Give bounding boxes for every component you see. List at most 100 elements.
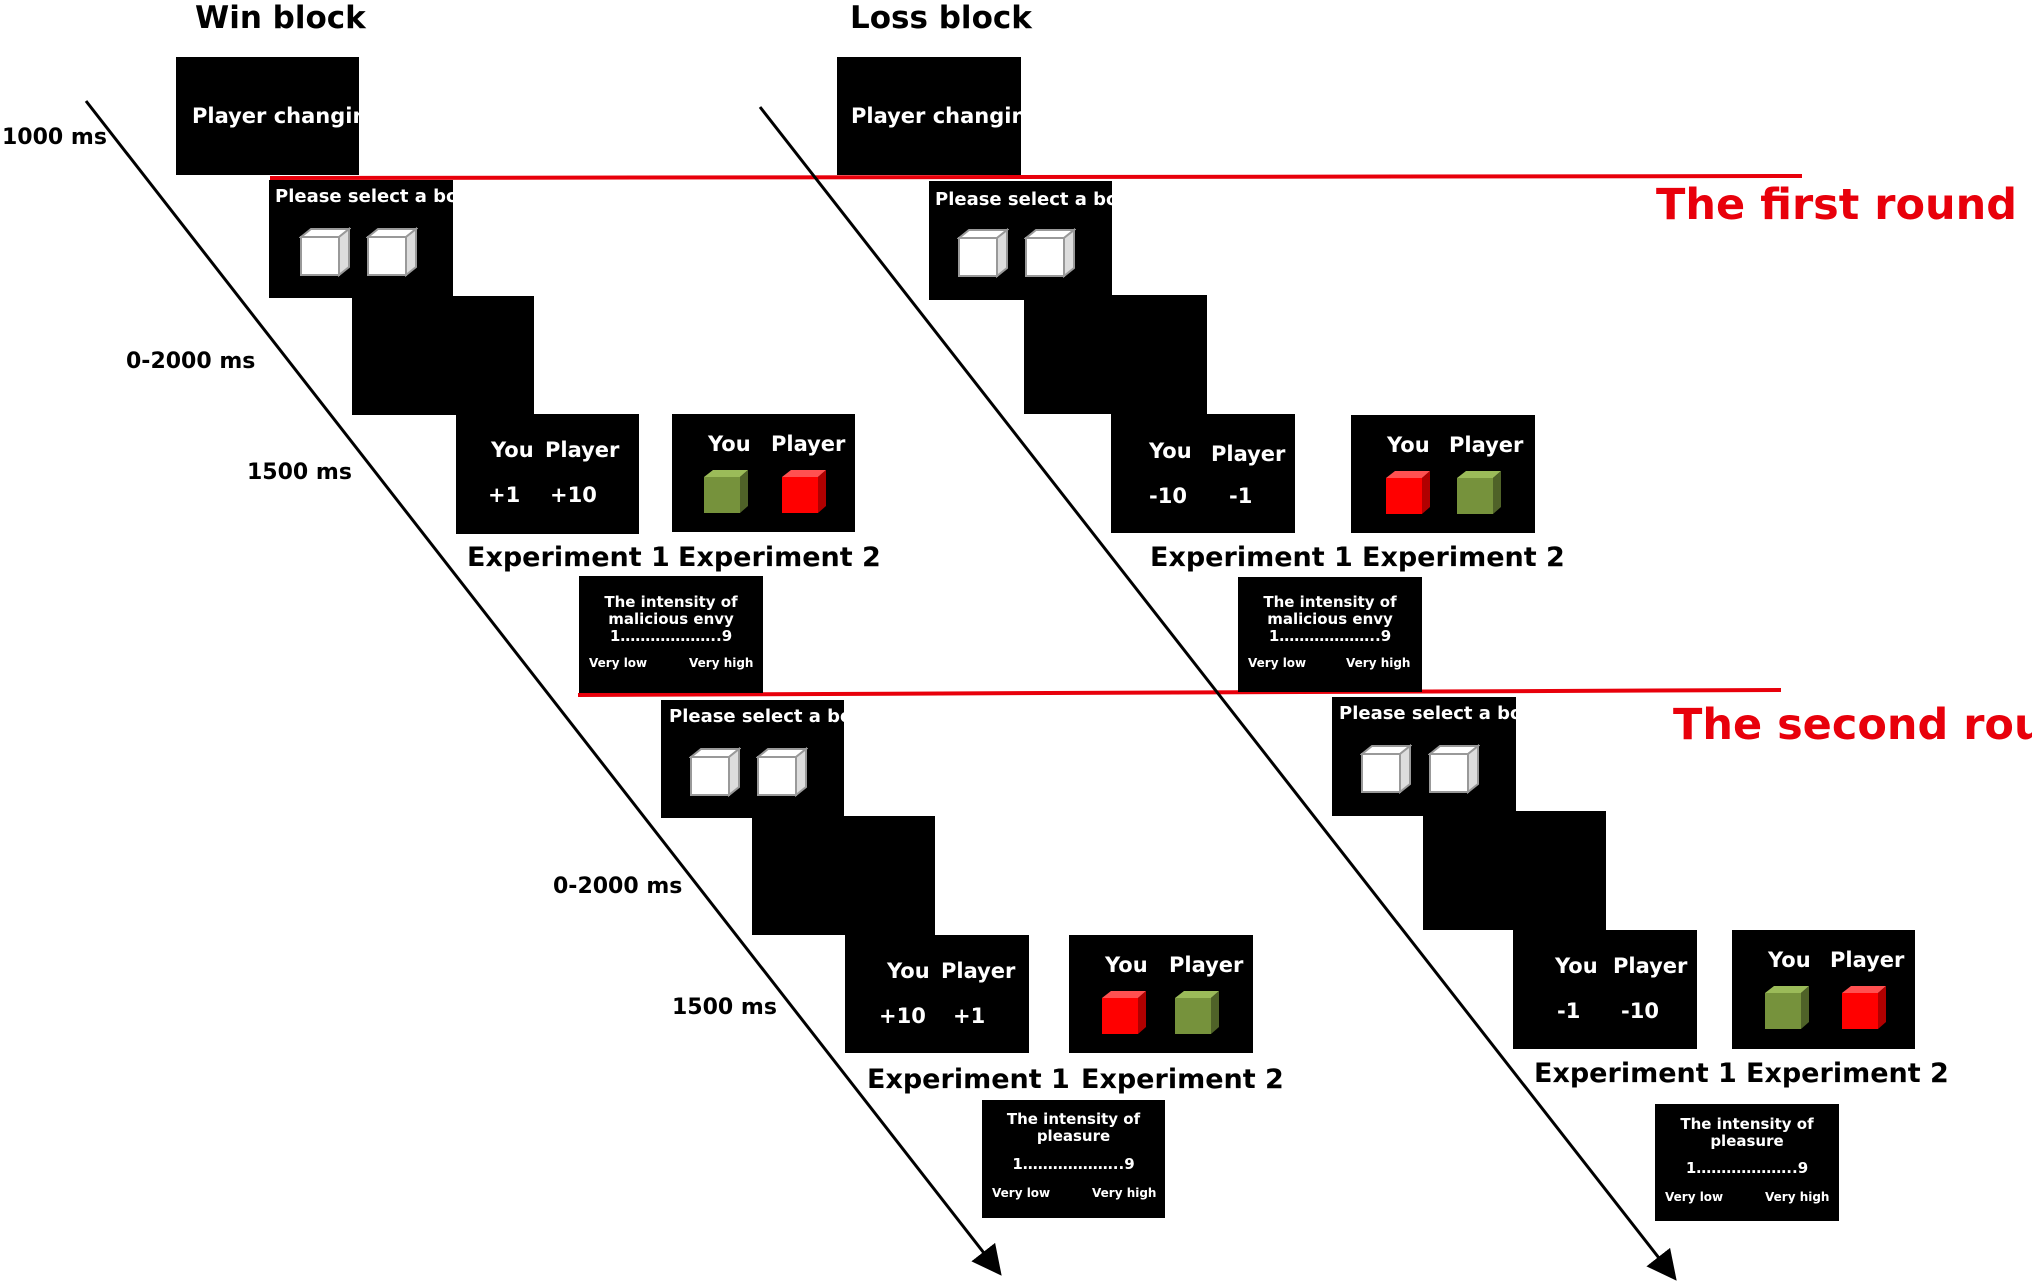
experiment-1-feedback-screen: You Player +1 +10	[456, 414, 639, 534]
white-box-icon	[1024, 228, 1076, 279]
select-box-text: Please select a box	[935, 189, 1131, 210]
timing-label: 1500 ms	[247, 460, 352, 485]
rating-scale: 1………………..9	[609, 627, 733, 645]
player-label: Player	[545, 438, 620, 462]
loss-block-title: Loss block	[850, 0, 1032, 36]
white-box-icon	[689, 747, 741, 798]
rating-question-line2: malicious envy	[1267, 610, 1393, 628]
rating-question-line1: The intensity of	[1006, 1110, 1141, 1128]
select-box-text: Please select a box	[669, 706, 865, 727]
second-round-line	[577, 688, 1782, 697]
you-outcome-value: -10	[1149, 484, 1187, 508]
blank-interval-screen	[752, 816, 935, 935]
rating-screen: The intensity of malicious envy 1……………….…	[1238, 577, 1422, 692]
experiment-1-feedback-screen: You Player -1 -10	[1513, 930, 1697, 1049]
white-box-icon	[1428, 744, 1480, 795]
select-box-screen: Please select a box	[269, 180, 470, 298]
second-round-label: The second round	[1673, 700, 2032, 750]
experiment-2-feedback-screen: You Player	[1351, 415, 1535, 533]
experiment-2-feedback-screen: You Player	[1732, 930, 1915, 1049]
player-outcome-value: +1	[953, 1004, 986, 1028]
player-label: Player	[1830, 948, 1905, 972]
player-changing-text: Player changing	[851, 104, 1042, 128]
you-label: You	[1149, 439, 1192, 463]
player-label: Player	[1613, 954, 1688, 978]
rating-question-line1: The intensity of	[1263, 593, 1397, 611]
player-label: Player	[1169, 953, 1244, 977]
you-label: You	[1387, 433, 1430, 457]
rating-screen: The intensity of malicious envy 1……………….…	[579, 576, 763, 693]
player-label: Player	[1449, 433, 1524, 457]
blank-interval-screen	[352, 296, 534, 415]
rating-high-label: Very high	[1092, 1186, 1157, 1200]
you-label: You	[491, 438, 534, 462]
experiment-2-feedback-screen: You Player	[1069, 935, 1253, 1053]
rating-question-line1: The intensity of	[604, 593, 738, 611]
loss-block-time-arrow	[758, 106, 1677, 1281]
green-box-icon	[1457, 471, 1501, 514]
you-outcome-value: +10	[879, 1004, 926, 1028]
rating-question-line2: pleasure	[1710, 1132, 1784, 1150]
rating-scale: 1………………..9	[1685, 1159, 1809, 1177]
experiment-2-label: Experiment 2	[1081, 1064, 1284, 1095]
rating-high-label: Very high	[1765, 1190, 1830, 1204]
white-box-icon	[957, 228, 1009, 279]
player-outcome-value: -1	[1229, 484, 1253, 508]
rating-screen: The intensity of pleasure 1………………..9 Ver…	[1655, 1104, 1839, 1221]
select-box-screen: Please select a box	[929, 181, 1130, 300]
experiment-1-label: Experiment 1	[867, 1064, 1070, 1095]
rating-question-line2: malicious envy	[608, 610, 734, 628]
player-changing-text: Player changing	[192, 104, 383, 128]
select-box-screen: Please select a box	[1332, 697, 1534, 816]
you-outcome-value: -1	[1557, 999, 1581, 1023]
player-label: Player	[771, 432, 846, 456]
rating-scale: 1………………..9	[1268, 627, 1392, 645]
you-outcome-value: +1	[488, 483, 521, 507]
experiment-1-label: Experiment 1	[1534, 1058, 1737, 1089]
player-label: Player	[941, 959, 1016, 983]
green-box-icon	[704, 470, 748, 513]
player-label: Player	[1211, 442, 1286, 466]
you-label: You	[708, 432, 751, 456]
experiment-2-label: Experiment 2	[678, 542, 881, 573]
white-box-icon	[756, 747, 808, 798]
rating-high-label: Very high	[689, 656, 754, 670]
rating-low-label: Very low	[589, 656, 648, 670]
rating-high-label: Very high	[1346, 656, 1411, 670]
red-box-icon	[1386, 471, 1430, 514]
experiment-2-label: Experiment 2	[1746, 1058, 1949, 1089]
blank-interval-screen	[1024, 295, 1207, 414]
rating-scale: 1………………..9	[1012, 1155, 1135, 1173]
white-box-icon	[366, 227, 418, 278]
rating-question-line2: pleasure	[1036, 1127, 1111, 1145]
white-box-icon	[1360, 744, 1412, 795]
experiment-1-label: Experiment 1	[1150, 542, 1353, 573]
red-box-icon	[1102, 991, 1146, 1034]
timing-label: 0-2000 ms	[126, 349, 256, 374]
first-round-line	[269, 174, 1803, 180]
red-box-icon	[782, 470, 826, 513]
white-box-icon	[299, 227, 351, 278]
player-outcome-value: +10	[550, 483, 597, 507]
timing-label: 0-2000 ms	[553, 874, 683, 899]
select-box-text: Please select a box	[1339, 703, 1535, 724]
select-box-screen: Please select a box	[661, 700, 864, 818]
you-label: You	[887, 959, 930, 983]
rating-low-label: Very low	[1665, 1190, 1724, 1204]
player-changing-screen: Player changing	[837, 57, 1041, 175]
red-box-icon	[1842, 986, 1886, 1029]
you-label: You	[1105, 953, 1148, 977]
timing-label: 1000 ms	[2, 125, 107, 150]
select-box-text: Please select a box	[275, 186, 471, 207]
rating-screen: The intensity of pleasure 1………………..9 Ver…	[982, 1100, 1165, 1218]
rating-low-label: Very low	[1248, 656, 1307, 670]
rating-question-line1: The intensity of	[1680, 1115, 1814, 1133]
green-box-icon	[1765, 986, 1809, 1029]
rating-low-label: Very low	[992, 1186, 1051, 1200]
blank-interval-screen	[1423, 811, 1606, 930]
first-round-label: The first round	[1656, 180, 2018, 230]
player-changing-screen: Player changing	[176, 57, 382, 175]
win-block-time-arrow	[84, 100, 1002, 1276]
